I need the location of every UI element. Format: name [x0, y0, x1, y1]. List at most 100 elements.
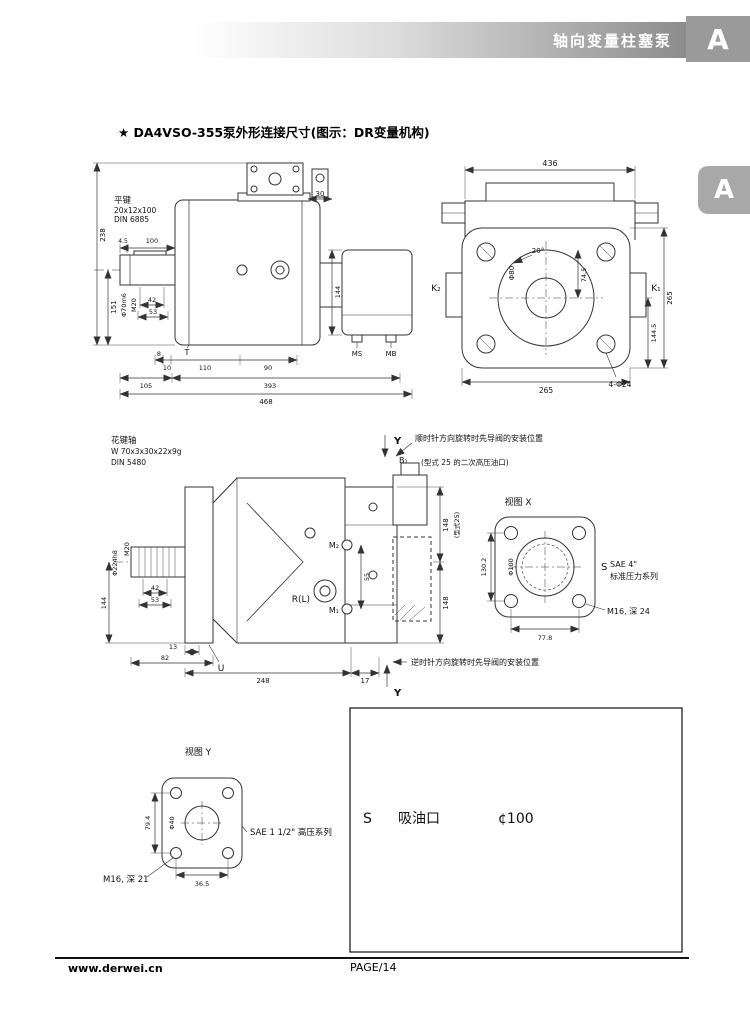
dim-17: 17 — [361, 677, 370, 685]
section-y-bottom: Y — [393, 688, 402, 699]
footer-divider — [55, 957, 689, 959]
dim-436: 436 — [542, 159, 557, 168]
table-port-code: S — [363, 811, 372, 827]
rear-view-dimension-lines — [461, 166, 668, 386]
corner-section-tab: A — [686, 16, 750, 62]
view-x-title: 视图 X — [504, 496, 531, 508]
view-x-dimension-lines — [487, 532, 606, 633]
dim-dia40: Φ40 — [168, 816, 176, 829]
dim-148-bottom: 148 — [442, 596, 450, 609]
note-counterclockwise: 逆时针方向旋转时先导阀的安装位置 — [411, 657, 539, 667]
dim-393: 393 — [264, 382, 276, 390]
dim-100: 100 — [146, 237, 158, 245]
view-y-dimension-lines — [146, 792, 248, 879]
footer-page-number: PAGE/14 — [350, 961, 397, 974]
spline-note-line2: W 70x3x30x22x9g — [111, 447, 182, 456]
key-note-line1: 平键 — [114, 195, 132, 206]
port-m2: M₂ — [329, 541, 339, 550]
viewx-bolt-thread: M16, 深 24 — [607, 607, 650, 616]
dim-468: 468 — [259, 398, 272, 406]
view-x-linework — [494, 516, 596, 618]
spline-note-line3: DIN 5480 — [111, 458, 146, 467]
note-secondary-port: (型式 25 的二次高压油口) — [421, 457, 509, 467]
side-view-dimension-lines — [93, 162, 413, 399]
port-ms: MS — [352, 350, 363, 358]
dim-90: 90 — [264, 364, 272, 372]
dim-144-5: 144.5 — [650, 324, 658, 343]
dim-10: 10 — [163, 364, 171, 372]
view-y-title: 视图 Y — [185, 746, 212, 758]
main-view-dimension-lines — [105, 435, 444, 687]
pump-rear-view-linework — [441, 182, 659, 369]
dim-8: 8 — [157, 350, 161, 358]
port-m1: M₁ — [329, 606, 339, 615]
dim-265-right: 265 — [666, 291, 674, 304]
view-x-labels: 视图 X 130.2 Φ100 S SAE 4" 标准压力系列 M16, 深 2… — [480, 496, 658, 642]
dim-53-main: 53 — [151, 596, 159, 604]
dim-36-5: 36.5 — [195, 880, 209, 888]
header-title: 轴向变量柱塞泵 — [552, 31, 672, 50]
port-s: S — [601, 562, 607, 573]
bottom-drawings: 视图 Y 79.4 Φ40 SAE 1 1/2" 高压系列 M16, 深 21 … — [103, 707, 683, 953]
side-view-labels: 平键 20x12x100 DIN 6885 238 151 4.5 100 Φ7… — [99, 190, 397, 406]
dim-148-top: 148 — [442, 518, 450, 531]
shaft-diameter: Φ70m6 — [120, 293, 128, 317]
dim-42: 42 — [148, 296, 156, 304]
dim-110: 110 — [199, 364, 211, 372]
middle-drawings: 花键轴 W 70x3x30x22x9g DIN 5480 Y 顺时针方向旋转时先… — [100, 433, 658, 699]
dim-151: 151 — [110, 300, 118, 313]
shaft-thread: M20 — [130, 298, 138, 312]
top-drawings: 平键 20x12x100 DIN 6885 238 151 4.5 100 Φ7… — [93, 159, 674, 406]
dim-55: 55 — [363, 573, 371, 581]
dim-30: 30 — [316, 190, 325, 198]
dim-238: 238 — [99, 228, 107, 241]
port-rl: R(L) — [292, 595, 310, 605]
note-type25: (型式25) — [452, 512, 461, 538]
key-note-line3: DIN 6885 — [114, 215, 149, 224]
label-t: T — [184, 348, 190, 357]
dim-265-bottom: 265 — [539, 386, 554, 395]
table-port-name: 吸油口 — [398, 811, 440, 827]
sae4-series-label: 标准压力系列 — [610, 571, 658, 581]
dim-4-5: 4.5 — [118, 238, 128, 245]
sae112-label: SAE 1 1/2" 高压系列 — [250, 827, 332, 838]
dim-82: 82 — [161, 654, 169, 662]
dim-42-main: 42 — [151, 584, 159, 592]
spline-shaft-diameter: Φ224h8 — [111, 550, 119, 576]
dim-dia80: Φ80 — [508, 266, 516, 280]
footer-website: www.derwei.cn — [68, 962, 163, 975]
table-border — [349, 707, 683, 953]
spline-note-line1: 花键轴 — [111, 435, 137, 446]
port-k1: K₁ — [651, 284, 661, 294]
dim-74-5: 74.5 — [580, 268, 588, 282]
dim-dia100: Φ100 — [507, 558, 515, 576]
dim-144-side: 144 — [334, 286, 342, 298]
note-clockwise: 顺时针方向旋转时先导阀的安装位置 — [415, 433, 543, 443]
dim-130-2: 130.2 — [480, 558, 488, 577]
pump-side-view-linework — [94, 162, 413, 346]
port-mb: MB — [386, 350, 397, 358]
dim-13: 13 — [169, 643, 177, 651]
key-note-line2: 20x12x100 — [114, 206, 157, 215]
page-title: ★ DA4VSO-355泵外形连接尺寸(图示：DR变量机构) — [118, 125, 430, 140]
dim-20deg: 20° — [532, 247, 544, 255]
view-y-labels: 视图 Y 79.4 Φ40 SAE 1 1/2" 高压系列 M16, 深 21 … — [103, 746, 332, 888]
suction-port-table: S 吸油口 ¢100 — [349, 707, 683, 953]
sae4-label: SAE 4" — [610, 560, 637, 569]
rear-view-labels: 436 Φ80 20° 74.5 K₂ K₁ 265 144.5 265 4-Φ… — [431, 159, 674, 395]
label-u: U — [218, 664, 225, 674]
dim-105: 105 — [140, 382, 152, 390]
port-k2: K₂ — [431, 284, 441, 294]
header-bar: 轴向变量柱塞泵 — [0, 22, 686, 58]
section-y-top: Y — [393, 436, 402, 447]
dim-77-8: 77.8 — [538, 634, 552, 642]
side-section-tab: A — [698, 166, 750, 214]
port-b1: B₁ — [399, 456, 408, 465]
dim-53: 53 — [149, 308, 157, 316]
viewy-bolt-thread: M16, 深 21 — [103, 875, 149, 885]
dim-4-holes: 4-Φ24 — [609, 380, 632, 389]
view-y-linework — [161, 777, 243, 869]
spline-shaft-thread: M20 — [123, 542, 131, 556]
dim-79-4: 79.4 — [144, 816, 152, 830]
